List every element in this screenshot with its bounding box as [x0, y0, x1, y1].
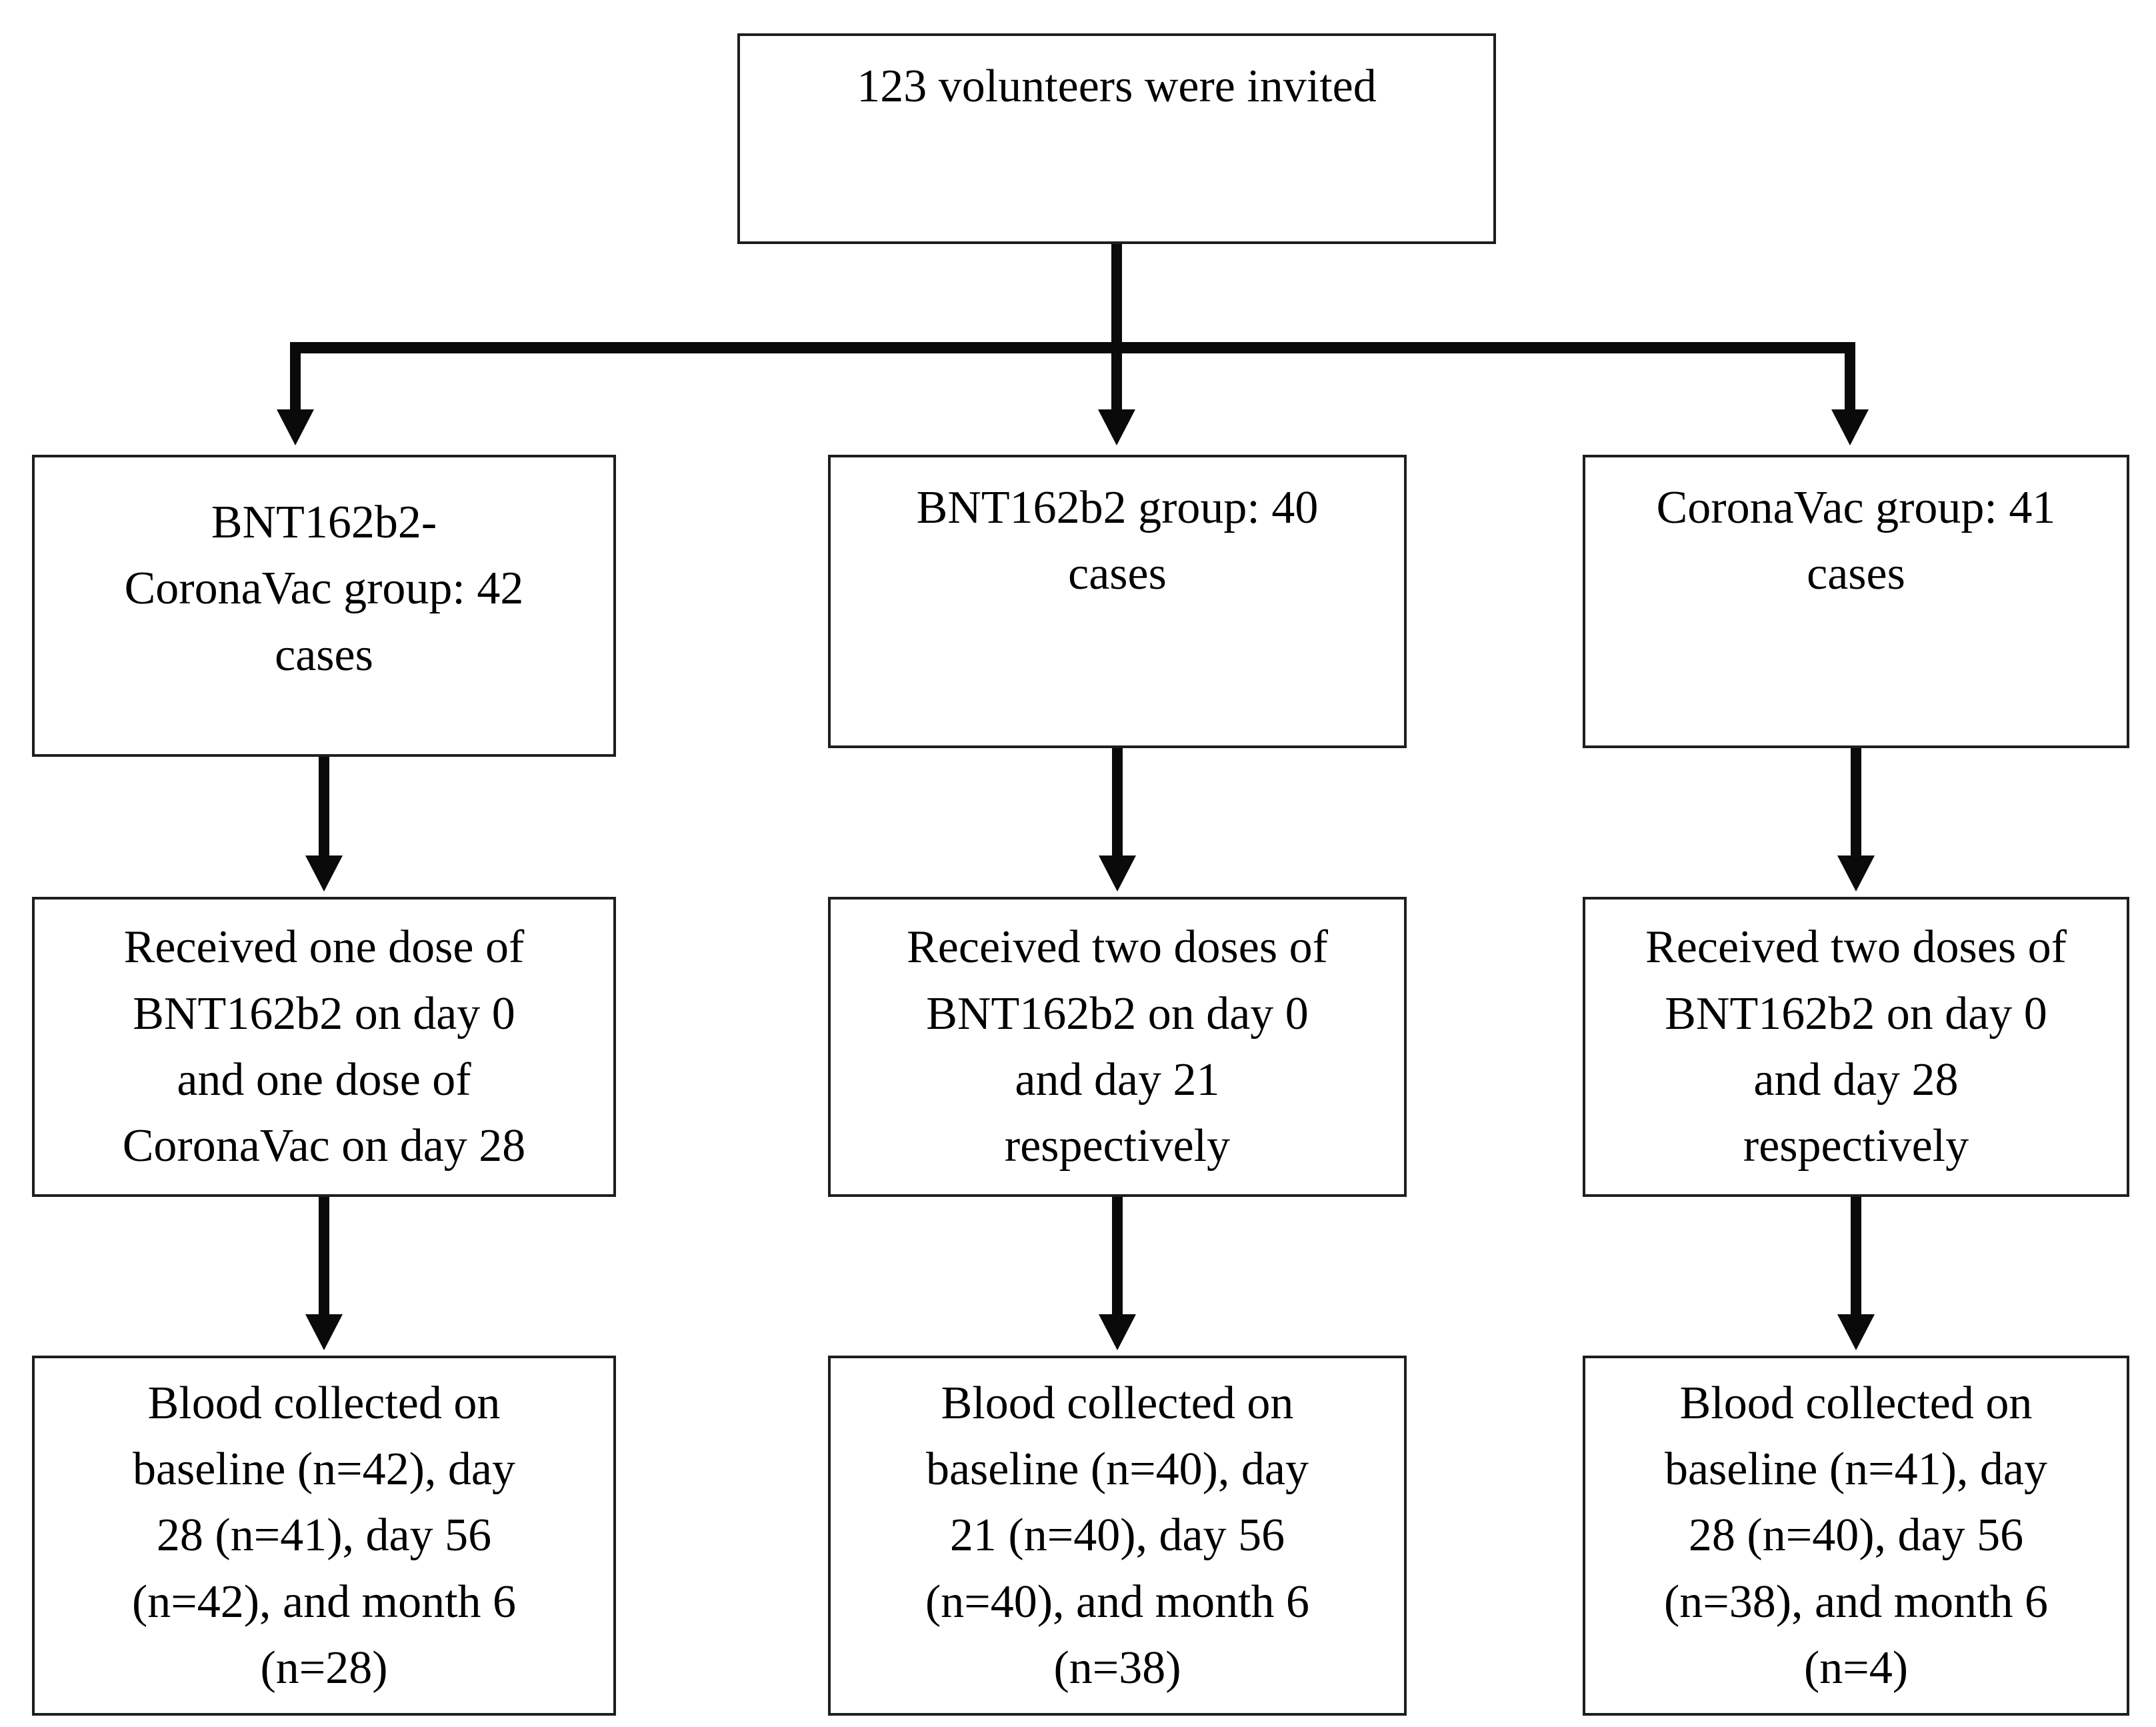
down-arrowhead-icon	[305, 855, 343, 892]
down-arrowhead-icon	[277, 409, 314, 445]
down-arrowhead-icon	[1098, 409, 1135, 445]
invited-box-text: 123 volunteers were invited	[857, 61, 1377, 112]
down-arrowhead-icon	[305, 1314, 343, 1350]
branch-arrow-shaft-right	[1845, 342, 1855, 412]
arrow-shaft	[319, 757, 329, 857]
branch-bar	[291, 342, 1855, 353]
arrow-shaft	[1851, 1197, 1861, 1316]
arrow-shaft	[1112, 748, 1123, 857]
down-arrowhead-icon	[1837, 855, 1875, 892]
arrow-shaft	[319, 1197, 329, 1316]
branch-arrow-shaft-left	[290, 342, 301, 412]
down-arrowhead-icon	[1099, 855, 1136, 892]
arrow-shaft	[1851, 748, 1861, 857]
trunk-line	[1111, 244, 1122, 412]
down-arrowhead-icon	[1831, 409, 1869, 445]
down-arrowhead-icon	[1099, 1314, 1136, 1350]
arrow-shaft	[1112, 1197, 1123, 1316]
invited-box: 123 volunteers were invited	[737, 33, 1496, 244]
down-arrowhead-icon	[1837, 1314, 1875, 1350]
